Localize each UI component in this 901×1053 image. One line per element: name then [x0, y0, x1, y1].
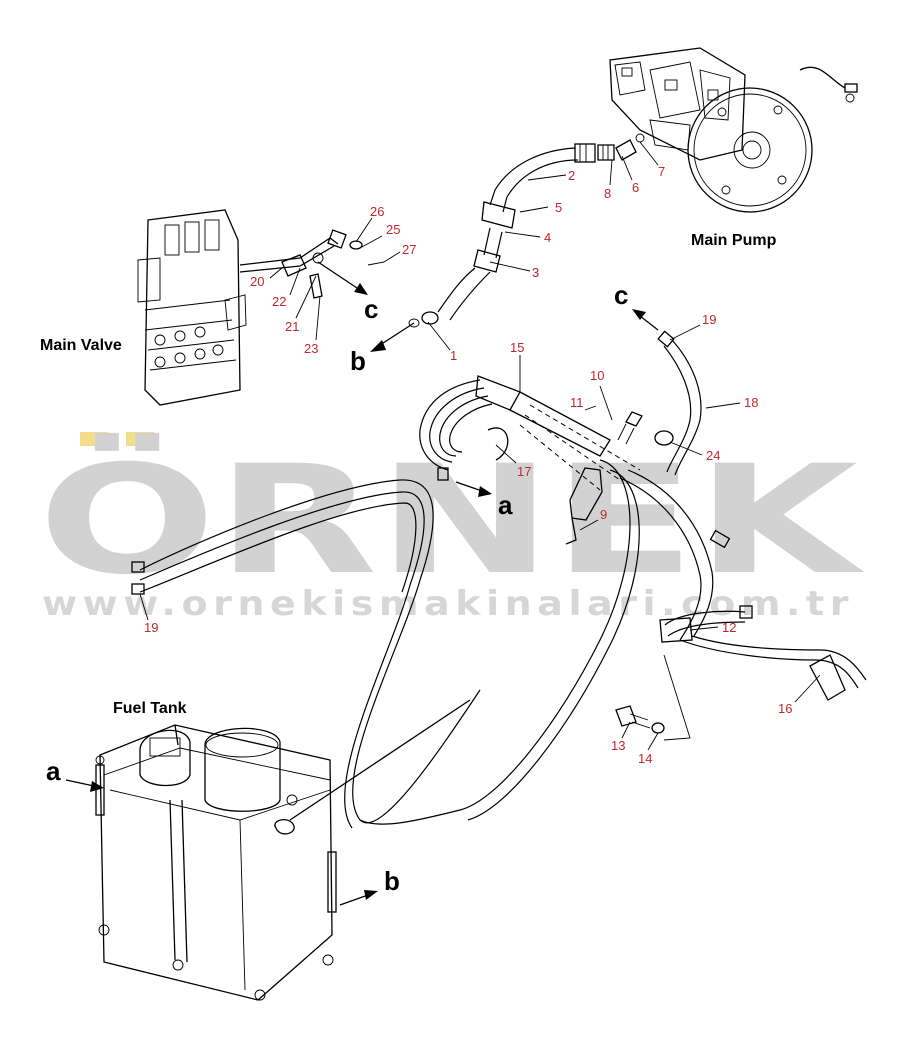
- part-label-8: 8: [604, 186, 611, 201]
- part-label-26: 26: [370, 204, 384, 219]
- pump-fittings: [597, 133, 645, 161]
- watermark-url: www.ornekismakinalari.com.tr: [42, 584, 854, 624]
- part-label-23: 23: [304, 341, 318, 356]
- main-valve-drawing: [137, 209, 347, 406]
- part-label-9: 9: [600, 507, 607, 522]
- watermark: ÖRNEK www.ornekismakinalari.com.tr: [38, 432, 865, 624]
- main-valve-label: Main Valve: [40, 337, 122, 354]
- hose-bundle: [419, 375, 641, 491]
- part-label-19-left: 19: [144, 620, 158, 635]
- connection-letter-a-tank: a: [46, 756, 61, 786]
- connection-letter-b-top: b: [350, 346, 366, 376]
- watermark-brand: ÖRNEK: [38, 432, 865, 608]
- part-label-4: 4: [544, 230, 551, 245]
- return-hose-upper: [654, 330, 702, 476]
- part-label-21: 21: [285, 319, 299, 334]
- part-label-15: 15: [510, 340, 524, 355]
- part-label-17: 17: [517, 464, 531, 479]
- part-label-18: 18: [744, 395, 758, 410]
- watermark-umlaut-right: [126, 432, 154, 446]
- part-label-25: 25: [386, 222, 400, 237]
- watermark-umlaut-left: [80, 432, 108, 446]
- main-pump-drawing: [609, 47, 858, 213]
- main-pump-label: Main Pump: [691, 232, 777, 249]
- connection-letter-c-hose: c: [614, 280, 628, 310]
- suction-hose: [408, 143, 596, 328]
- connection-arrows: [65, 261, 659, 906]
- part-label-2: 2: [568, 168, 575, 183]
- part-label-22: 22: [272, 294, 286, 309]
- part-label-10: 10: [590, 368, 604, 383]
- connection-letter-b-tank: b: [384, 866, 400, 896]
- leader-lines: [139, 141, 821, 751]
- valve-fittings: [281, 240, 385, 299]
- part-label-3: 3: [532, 265, 539, 280]
- clamp-assembly: [565, 411, 643, 545]
- part-label-16: 16: [778, 701, 792, 716]
- long-return-hoses: [131, 459, 867, 829]
- connection-letter-c-valve: c: [364, 294, 378, 324]
- part-label-24: 24: [706, 448, 720, 463]
- part-label-20: 20: [250, 274, 264, 289]
- part-label-11: 11: [570, 395, 584, 410]
- part-label-19-top: 19: [702, 312, 716, 327]
- part-label-6: 6: [632, 180, 639, 195]
- part-label-13: 13: [611, 738, 625, 753]
- part-label-1: 1: [450, 348, 457, 363]
- part-label-27: 27: [402, 242, 416, 257]
- fuel-tank-drawing: [95, 699, 471, 1001]
- part-label-14: 14: [638, 751, 652, 766]
- fuel-tank-label: Fuel Tank: [113, 700, 187, 717]
- part-number-labels: 1 2 3 4 5 6 7 8 9 10 11 12 13 14 15 16 1…: [144, 164, 792, 766]
- part-label-5: 5: [555, 200, 562, 215]
- part-label-12: 12: [722, 620, 736, 635]
- connection-letter-a-bundle: a: [498, 490, 513, 520]
- part-label-7: 7: [658, 164, 665, 179]
